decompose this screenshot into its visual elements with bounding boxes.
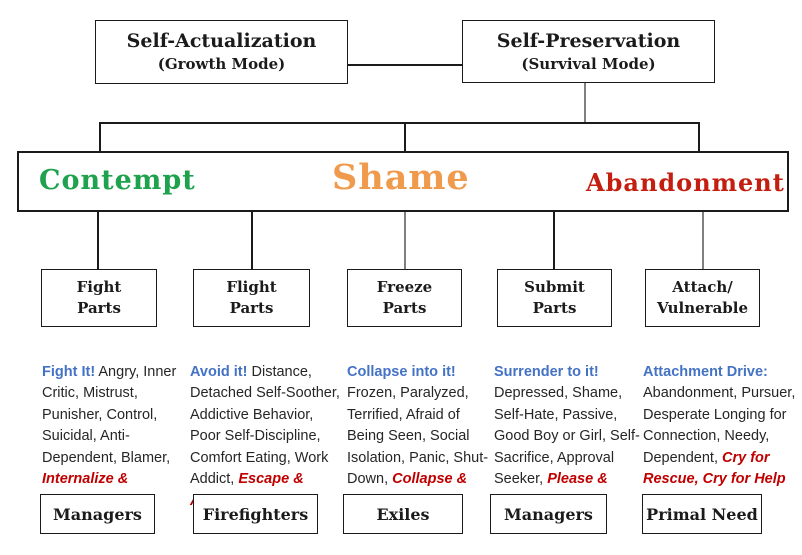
description-freeze-body: Frozen, Paralyzed, Terrified, Afraid of … bbox=[347, 385, 489, 488]
connector-bracket-drop-left bbox=[99, 122, 101, 151]
connector-fight-drop bbox=[97, 212, 99, 269]
description-attach-lead: Attachment Drive: bbox=[643, 363, 768, 380]
part-box-fight: Fight Parts bbox=[41, 269, 157, 327]
category-label-managers-2: Managers bbox=[504, 504, 593, 524]
description-submit-lead: Surrender to it! bbox=[494, 363, 599, 380]
description-fight-lead: Fight It! bbox=[42, 363, 96, 380]
part-box-attach-line1: Attach/ bbox=[672, 278, 733, 296]
description-fight-body: Angry, Inner Critic, Mistrust, Punisher,… bbox=[42, 363, 177, 466]
category-label-exiles: Exiles bbox=[376, 504, 430, 524]
part-box-fight-line2: Parts bbox=[77, 299, 121, 317]
part-box-fight-line1: Fight bbox=[76, 278, 122, 296]
description-attach: Attachment Drive: Abandonment, Pursuer, … bbox=[643, 362, 801, 492]
description-submit: Surrender to it! Depressed, Shame, Self-… bbox=[494, 362, 647, 513]
description-flight: Avoid it! Distance, Detached Self-Soothe… bbox=[190, 362, 343, 513]
category-label-managers-1: Managers bbox=[53, 504, 142, 524]
self-actualization-title: Self-Actualization bbox=[126, 30, 317, 52]
part-box-flight-line2: Parts bbox=[229, 299, 274, 317]
part-box-submit-line1: Submit bbox=[524, 278, 585, 296]
part-box-freeze-line1: Freeze bbox=[376, 278, 433, 296]
category-box-firefighters: Firefighters bbox=[193, 494, 318, 534]
connector-preservation-drop bbox=[584, 83, 586, 123]
self-preservation-title: Self-Preservation bbox=[496, 29, 681, 52]
category-box-exiles: Exiles bbox=[343, 494, 463, 534]
self-actualization-box: Self-Actualization (Growth Mode) bbox=[95, 20, 348, 84]
connector-freeze-drop bbox=[404, 212, 406, 269]
connector-top-horizontal bbox=[348, 64, 462, 66]
emotion-band: Contempt Shame Abandonment bbox=[17, 151, 789, 212]
description-freeze: Collapse into it! Frozen, Paralyzed, Ter… bbox=[347, 362, 500, 513]
part-box-submit-line2: Parts bbox=[532, 299, 577, 317]
description-fight: Fight It! Angry, Inner Critic, Mistrust,… bbox=[42, 362, 195, 513]
description-attach-tail: Cry for Rescue, Cry for Help bbox=[643, 449, 786, 488]
connector-flight-drop bbox=[251, 212, 253, 269]
part-box-flight-line1: Flight bbox=[226, 278, 277, 296]
part-box-freeze-line2: Parts bbox=[382, 299, 427, 317]
description-submit-body: Depressed, Shame, Self-Hate, Passive, Go… bbox=[494, 385, 640, 488]
description-flight-lead: Avoid it! bbox=[190, 363, 248, 380]
connector-bracket-horizontal bbox=[99, 122, 700, 124]
part-box-attach: Attach/ Vulnerable bbox=[645, 269, 760, 327]
band-word-shame: Shame bbox=[332, 157, 470, 198]
category-box-primal-need: Primal Need bbox=[642, 494, 762, 534]
self-preservation-subtitle: (Survival Mode) bbox=[521, 54, 656, 73]
part-box-submit: Submit Parts bbox=[497, 269, 612, 327]
connector-attach-drop bbox=[702, 212, 704, 269]
connector-submit-drop bbox=[553, 212, 555, 269]
category-box-managers-1: Managers bbox=[40, 494, 155, 534]
connector-bracket-drop-middle bbox=[404, 122, 406, 151]
part-box-freeze: Freeze Parts bbox=[347, 269, 462, 327]
self-preservation-box: Self-Preservation (Survival Mode) bbox=[462, 20, 715, 83]
band-word-abandonment: Abandonment bbox=[586, 168, 785, 197]
self-actualization-subtitle: (Growth Mode) bbox=[157, 55, 286, 73]
band-word-contempt: Contempt bbox=[39, 165, 196, 196]
description-freeze-lead: Collapse into it! bbox=[347, 363, 456, 380]
category-box-managers-2: Managers bbox=[490, 494, 607, 534]
category-label-firefighters: Firefighters bbox=[202, 504, 309, 524]
category-label-primal-need: Primal Need bbox=[646, 504, 758, 524]
part-box-flight: Flight Parts bbox=[193, 269, 310, 327]
description-attach-body: Abandonment, Pursuer, Desperate Longing … bbox=[643, 385, 796, 466]
connector-bracket-drop-right bbox=[698, 122, 700, 151]
part-box-attach-line2: Vulnerable bbox=[656, 299, 749, 317]
description-flight-body: Distance, Detached Self-Soother, Addicti… bbox=[190, 363, 340, 488]
